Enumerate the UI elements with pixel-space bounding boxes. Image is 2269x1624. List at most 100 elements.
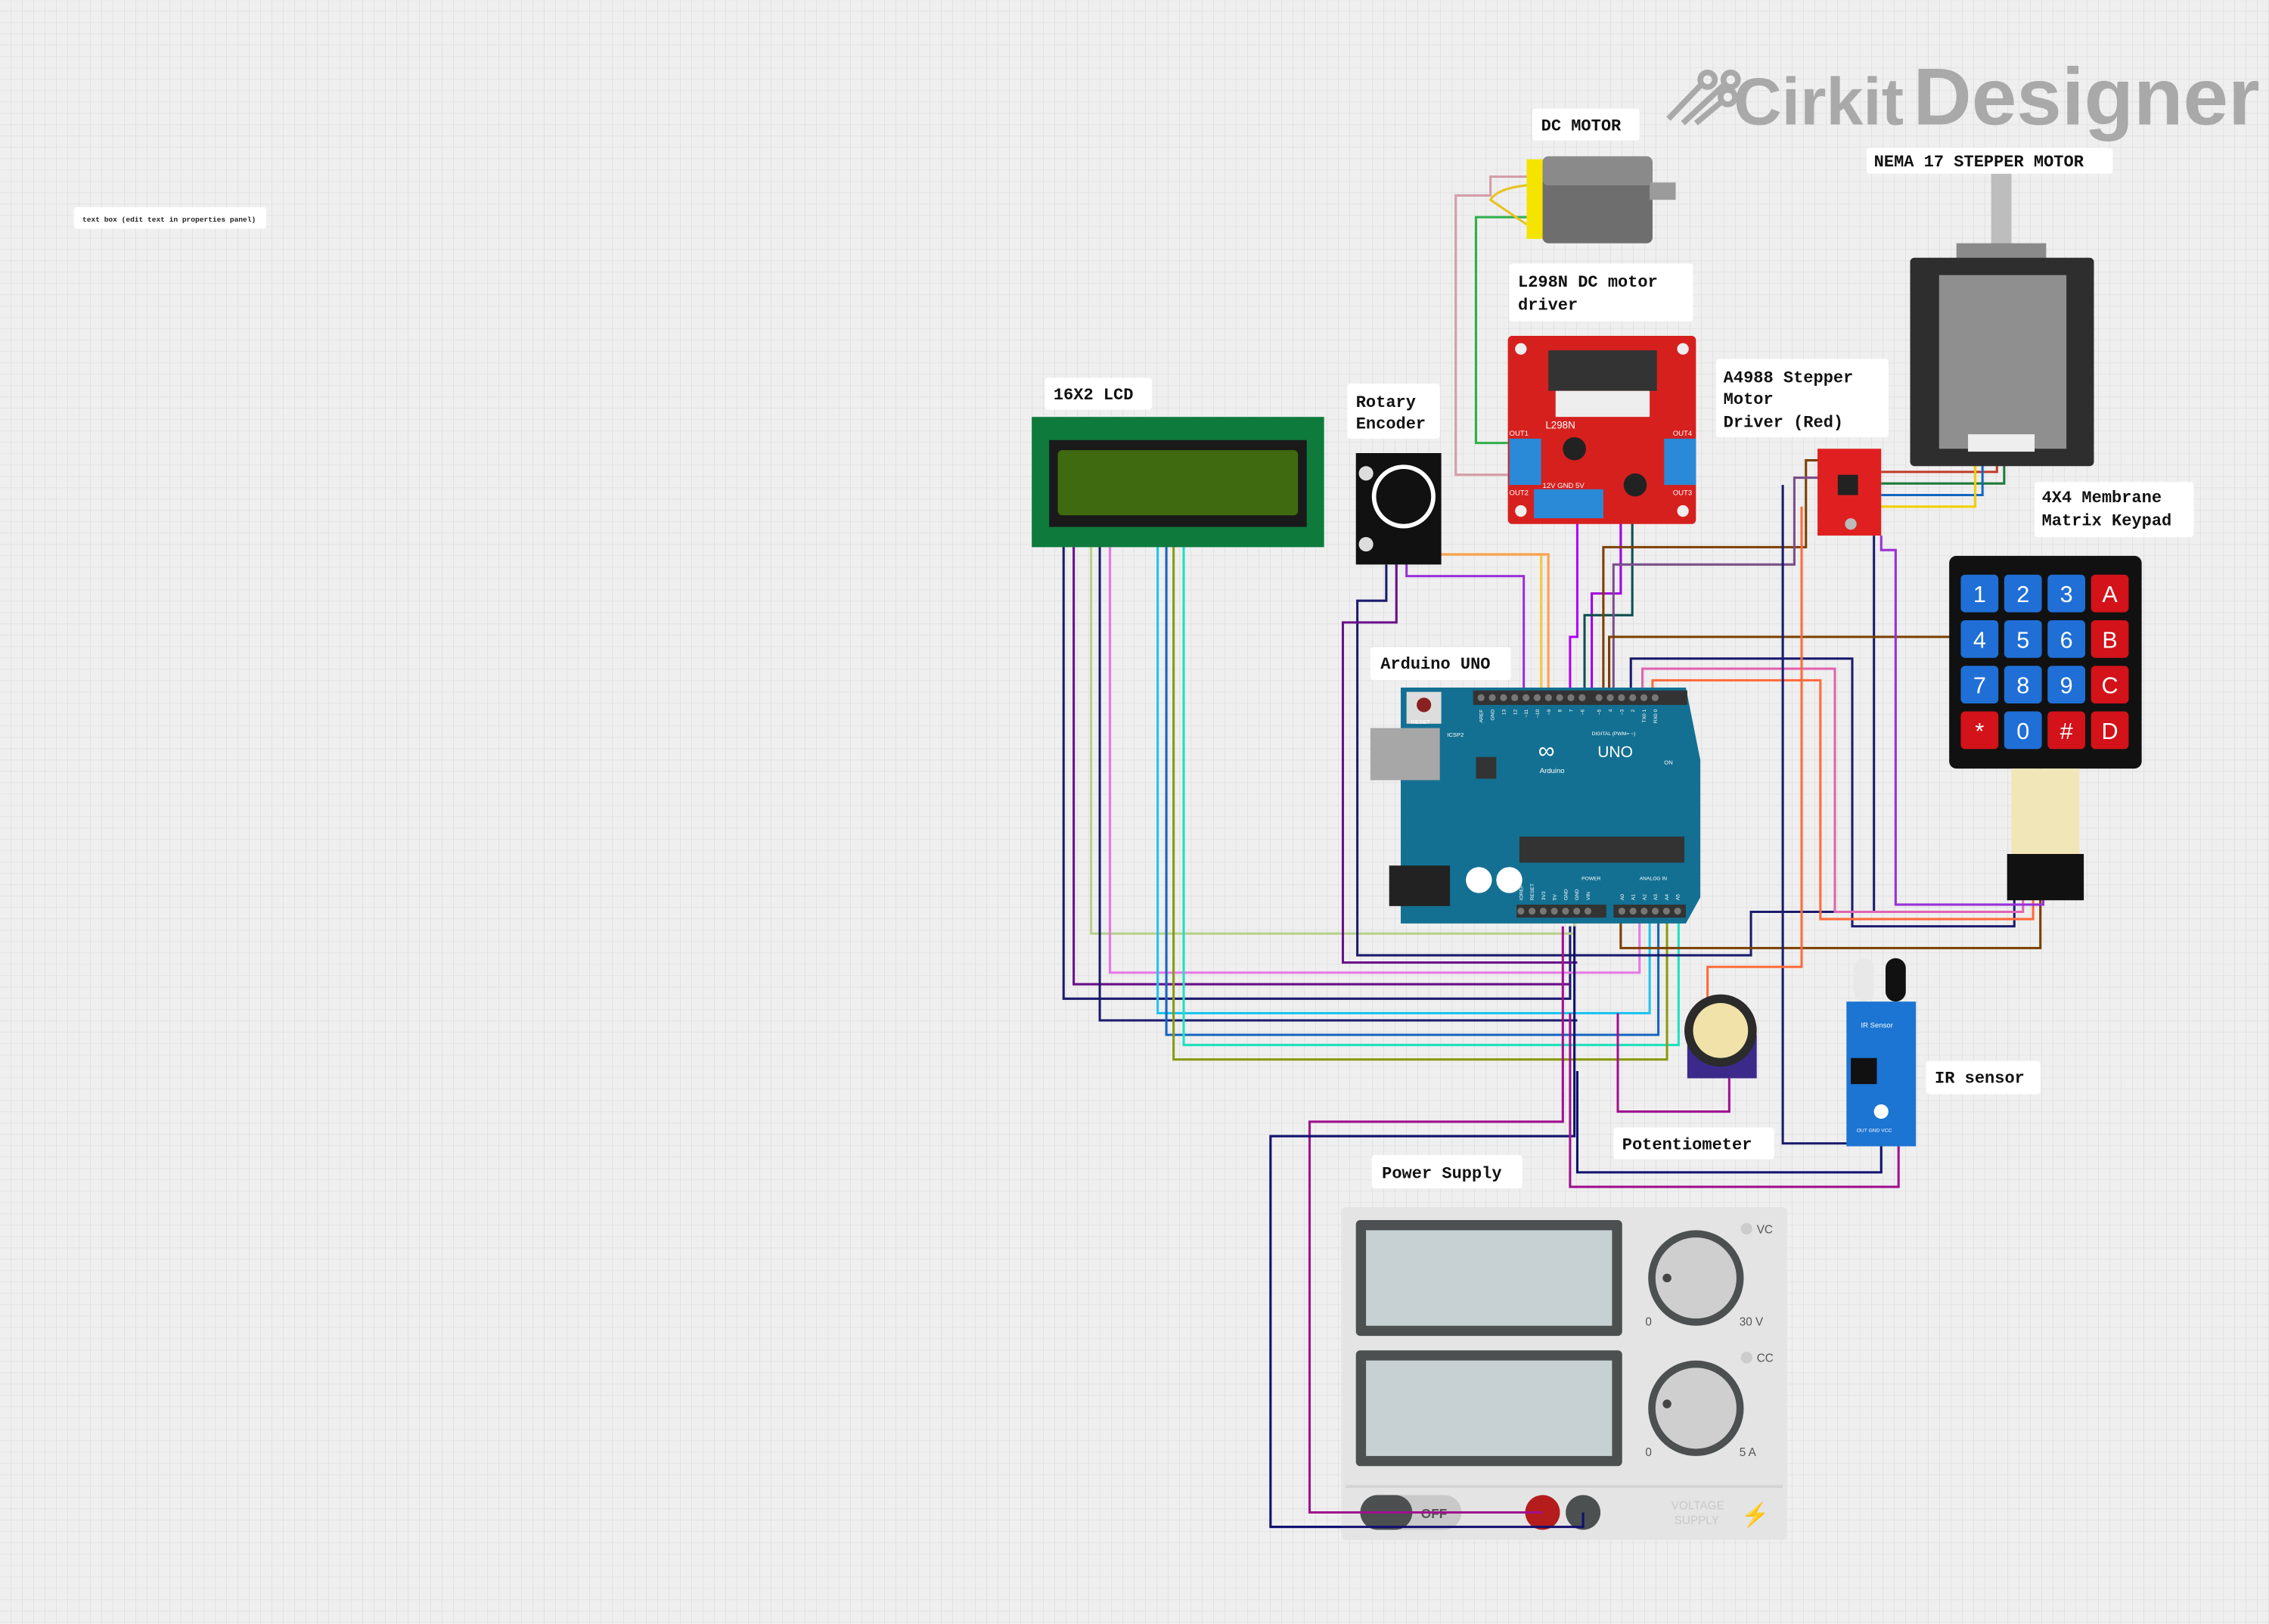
- analog-2-pin[interactable]: [1640, 907, 1648, 915]
- power-4-pin[interactable]: [1562, 907, 1569, 915]
- digital-5-pin[interactable]: [1533, 694, 1541, 701]
- wire[interactable]: [1583, 509, 1634, 698]
- analog-1-pin[interactable]: [1629, 907, 1637, 915]
- digital-3-pin[interactable]: [1511, 694, 1519, 701]
- keypad-key-3[interactable]: 3: [2047, 574, 2086, 613]
- wire[interactable]: [1612, 477, 1820, 698]
- digital-10-pin[interactable]: [1595, 694, 1603, 701]
- digital-11-pin[interactable]: [1606, 694, 1614, 701]
- l298n-power-label: 12V GND 5V: [1543, 482, 1585, 490]
- digital-0-pin[interactable]: [1477, 694, 1485, 701]
- wire[interactable]: [1569, 520, 1578, 698]
- keypad-key-7[interactable]: 7: [1960, 666, 1999, 704]
- label-ir-sensor: IR sensor: [1926, 1060, 2041, 1095]
- keypad-key-0[interactable]: 0: [2004, 711, 2042, 750]
- wire[interactable]: [1569, 1013, 1900, 1188]
- keypad-key-C[interactable]: C: [2091, 666, 2129, 704]
- keypad-key-9[interactable]: 9: [2047, 666, 2086, 704]
- dc-motor[interactable]: [1526, 156, 1676, 244]
- wire[interactable]: [1156, 538, 1651, 1014]
- wire[interactable]: [1881, 449, 1977, 508]
- digital-14-pin[interactable]: [1640, 694, 1648, 701]
- keypad-key-4[interactable]: 4: [1960, 619, 1999, 658]
- l298n-driver[interactable]: L298N OUT1 OUT2 OUT3 OUT4 12V GND 5V: [1507, 336, 1696, 524]
- digital-9-pin[interactable]: [1578, 694, 1586, 701]
- wire[interactable]: [1270, 1512, 1585, 1529]
- digital-7-pin[interactable]: [1556, 694, 1563, 701]
- wire[interactable]: [1488, 184, 1528, 225]
- svg-text:Arduino UNO: Arduino UNO: [1380, 655, 1490, 674]
- power-5-pin[interactable]: [1573, 907, 1581, 915]
- wire[interactable]: [1575, 1070, 1883, 1174]
- wire[interactable]: [1090, 538, 1576, 935]
- digital-7-pin-label: 8: [1558, 709, 1563, 712]
- analog-4-pin[interactable]: [1662, 907, 1670, 915]
- power-5-pin-label: GND: [1575, 889, 1580, 900]
- wire[interactable]: [1629, 657, 2016, 928]
- power-1-pin[interactable]: [1529, 907, 1536, 915]
- wire[interactable]: [1429, 553, 1550, 698]
- wire[interactable]: [1072, 538, 1570, 986]
- voltage-min-label: 0: [1645, 1316, 1652, 1329]
- text-box[interactable]: text box (edit text in properties panel): [73, 206, 267, 229]
- keypad-key-8[interactable]: 8: [2004, 666, 2042, 704]
- keypad-key-6[interactable]: 6: [2047, 619, 2086, 658]
- a4988-driver[interactable]: [1817, 449, 1882, 536]
- digital-8-pin[interactable]: [1567, 694, 1575, 701]
- keypad-key-#[interactable]: #: [2047, 711, 2086, 750]
- label-nema: NEMA 17 STEPPER MOTOR: [1867, 147, 2113, 174]
- power-2-pin[interactable]: [1539, 907, 1547, 915]
- keypad-key-label: *: [1975, 719, 1984, 744]
- wire[interactable]: [1108, 538, 1641, 974]
- wire[interactable]: [1182, 538, 1680, 1047]
- power-supply[interactable]: VC CC 0 30 V 0 5 A OFF VOLTAGE SUPPLY ⚡: [1341, 1206, 1787, 1540]
- digital-2-pin[interactable]: [1500, 694, 1507, 701]
- keypad-key-2[interactable]: 2: [2004, 574, 2042, 613]
- wire[interactable]: [1616, 1013, 1730, 1113]
- wire[interactable]: [1651, 678, 2035, 921]
- analog-3-pin[interactable]: [1651, 907, 1659, 915]
- potentiometer[interactable]: [1684, 994, 1757, 1079]
- digital-6-pin[interactable]: [1544, 694, 1552, 701]
- power-0-pin[interactable]: [1517, 907, 1525, 915]
- label-potentiometer: Potentiometer: [1613, 1127, 1774, 1160]
- power-3-pin[interactable]: [1550, 907, 1558, 915]
- keypad-key-B[interactable]: B: [2091, 619, 2129, 658]
- rotary-encoder[interactable]: [1355, 453, 1442, 565]
- wire[interactable]: [1591, 509, 1622, 698]
- digital-4-pin[interactable]: [1522, 694, 1530, 701]
- analog-3-pin-label: A3: [1653, 894, 1659, 900]
- keypad-key-5[interactable]: 5: [2004, 619, 2042, 658]
- digital-15-pin[interactable]: [1651, 694, 1659, 701]
- digital-13-pin[interactable]: [1629, 694, 1637, 701]
- wire[interactable]: [1172, 538, 1668, 1061]
- keypad-key-D[interactable]: D: [2091, 711, 2129, 750]
- keypad-key-*[interactable]: *: [1960, 711, 1999, 750]
- keypad-key-A[interactable]: A: [2091, 574, 2129, 613]
- digital-12-pin[interactable]: [1618, 694, 1625, 701]
- wire[interactable]: [1641, 667, 2025, 914]
- wire[interactable]: [1341, 557, 1578, 964]
- wire[interactable]: [1602, 459, 1820, 698]
- wire[interactable]: [1165, 538, 1660, 1036]
- wire[interactable]: [1405, 557, 1526, 698]
- power-header: [1516, 904, 1606, 918]
- cc-indicator-label: CC: [1757, 1352, 1774, 1365]
- wire[interactable]: [1475, 216, 1535, 445]
- wire[interactable]: [1879, 536, 2045, 906]
- analog-5-pin[interactable]: [1674, 907, 1681, 915]
- digital-1-pin[interactable]: [1488, 694, 1496, 701]
- wire[interactable]: [1454, 175, 1535, 477]
- current-min-label: 0: [1645, 1446, 1652, 1459]
- power-6-pin[interactable]: [1584, 907, 1592, 915]
- wire[interactable]: [1098, 538, 1578, 1022]
- digital-10-pin-label: ~5: [1597, 709, 1603, 715]
- lcd-16x2[interactable]: [1032, 417, 1324, 548]
- keypad-key-1[interactable]: 1: [1960, 574, 1999, 613]
- ir-sensor[interactable]: IR Sensor OUT GND VCC: [1846, 958, 1917, 1147]
- power-switch[interactable]: OFF: [1360, 1495, 1462, 1530]
- analog-0-pin[interactable]: [1618, 907, 1625, 915]
